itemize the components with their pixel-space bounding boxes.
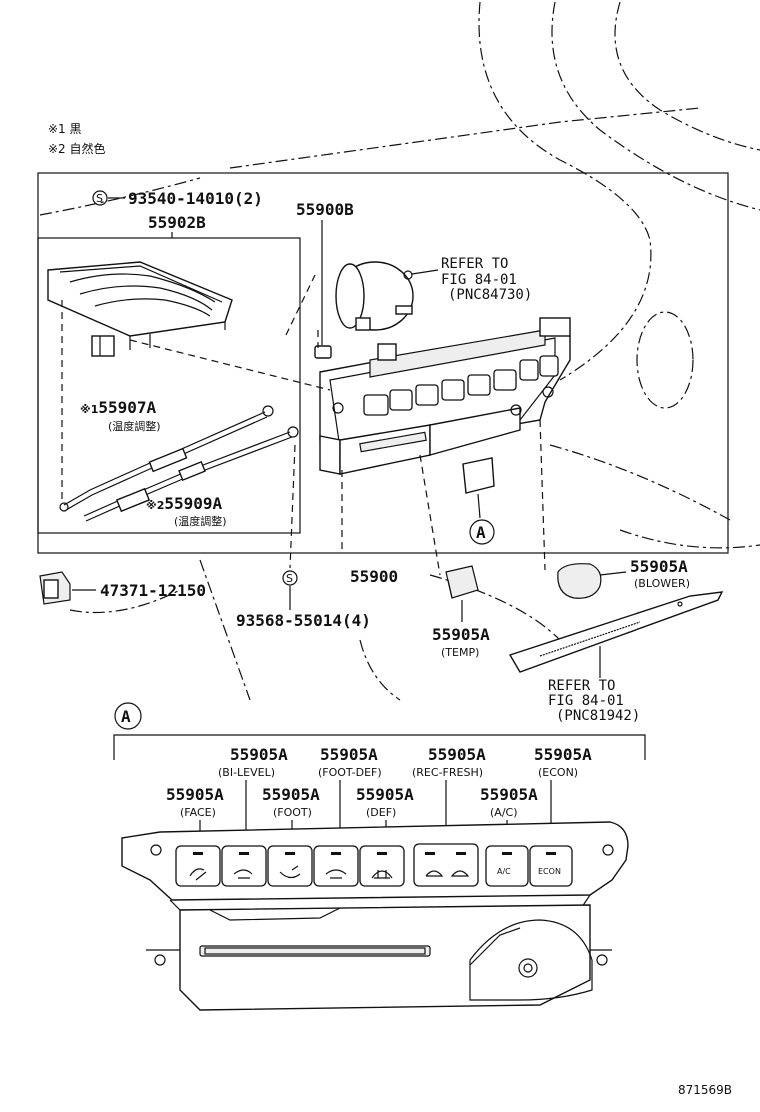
- control-unit-55900-drawing: [319, 317, 571, 475]
- refer-top-line1: REFER TO: [441, 256, 508, 272]
- part-47371-group: 47371-12150: [39, 571, 206, 605]
- label-footdef-number: 55905A: [320, 745, 378, 764]
- part-55905A-blower: 55905A: [630, 557, 688, 576]
- part-55900B: 55900B: [296, 200, 354, 219]
- unit-buttons: [363, 355, 559, 416]
- number-55909A: 55909A: [164, 494, 222, 513]
- part-55902B: 55902B: [148, 213, 206, 232]
- figure-id: 871569B: [678, 1083, 732, 1097]
- refer-bottom-line1: REFER TO: [548, 678, 615, 694]
- blower-motor-drawing: [335, 261, 414, 331]
- detail-A-labels: 55905A (FACE) 55905A (BI-LEVEL) 55905A (…: [166, 745, 592, 850]
- cable-55907A-drawing: ※155907A (温度調整): [59, 398, 274, 512]
- foot-button[interactable]: [267, 845, 313, 887]
- temp-knob-group: 55905A (TEMP): [432, 565, 490, 659]
- recfresh-icon: [425, 870, 470, 877]
- dashboard-outline: [39, 1, 760, 701]
- blower-knob-group: 55905A (BLOWER): [557, 557, 690, 599]
- refer-bottom-line3: (PNC81942): [556, 708, 640, 724]
- label-recfresh-desc: (REC-FRESH): [412, 766, 483, 779]
- mark-1: ※1: [80, 403, 98, 416]
- desc-55909A: (温度調整): [174, 514, 227, 528]
- detail-A-buttons: A/C ECON: [175, 843, 573, 887]
- button-indicators: [193, 852, 556, 855]
- screw-top-callout: S 93540-14010(2): [92, 189, 263, 208]
- part-55905A-temp: 55905A: [432, 625, 490, 644]
- part-47371-12150: 47371-12150: [100, 581, 206, 600]
- footdef-icon: [325, 869, 347, 879]
- bilevel-button[interactable]: [221, 845, 267, 887]
- label-footdef-desc: (FOOT-DEF): [318, 766, 382, 779]
- def-icon: [371, 870, 393, 879]
- screw-symbol-text: S: [96, 192, 103, 205]
- face-button[interactable]: [175, 845, 221, 887]
- refer-bottom-line2: FIG 84-01: [548, 693, 624, 709]
- screw-bottom-callout: S 93568-55014(4): [236, 570, 371, 630]
- bilevel-icon: [233, 869, 253, 879]
- callout-A-circle: [469, 519, 495, 545]
- part-55907A: ※155907A: [80, 398, 157, 417]
- bulb-55900B: [314, 345, 332, 359]
- econ-button[interactable]: [529, 845, 573, 887]
- detail-A: A 55905A (FACE) 55905A (BI-LEVEL) 55905A…: [113, 702, 646, 1011]
- knob-unit: [462, 457, 495, 494]
- part-93540-14010: 93540-14010(2): [128, 189, 263, 208]
- part-55900: 55900: [350, 567, 398, 586]
- detail-A-label: A: [121, 707, 131, 726]
- desc-blower: (BLOWER): [634, 577, 690, 590]
- ac-button[interactable]: [485, 845, 529, 887]
- refer-top: REFER TO FIG 84-01 (PNC84730): [411, 256, 532, 303]
- refer-top-line3: (PNC84730): [448, 287, 532, 303]
- note-2: ※2 自然色: [48, 141, 106, 156]
- part-93568-55014: 93568-55014(4): [236, 611, 371, 630]
- cable-55909A-drawing: ※255909A (温度調整): [83, 426, 299, 528]
- label-foot-desc: (FOOT): [273, 806, 312, 819]
- face-icon: [189, 868, 207, 881]
- desc-temp: (TEMP): [441, 646, 479, 659]
- bracket-55902B-drawing: [47, 261, 233, 500]
- footdef-button[interactable]: [313, 845, 359, 887]
- number-55907A: 55907A: [98, 398, 156, 417]
- label-bilevel-desc: (BI-LEVEL): [218, 766, 275, 779]
- ac-key-label: A/C: [497, 867, 511, 876]
- screw-bottom-symbol-text: S: [286, 572, 293, 585]
- label-econ-desc: (ECON): [538, 766, 578, 779]
- bracket-detail-box: [37, 237, 301, 534]
- label-ac-number: 55905A: [480, 785, 538, 804]
- label-face-desc: (FACE): [180, 806, 216, 819]
- callout-A-label: A: [476, 523, 486, 542]
- label-face-number: 55905A: [166, 785, 224, 804]
- foot-icon: [279, 865, 301, 879]
- label-bilevel-number: 55905A: [230, 745, 288, 764]
- refer-top-line2: FIG 84-01: [441, 272, 517, 288]
- econ-key-label: ECON: [538, 867, 561, 876]
- note-1: ※1 黒: [48, 122, 82, 136]
- part-55909A: ※255909A: [146, 494, 223, 513]
- button-symbols: A/C ECON: [189, 865, 561, 881]
- screw-bottom-symbol-icon: [282, 570, 298, 586]
- label-foot-number: 55905A: [262, 785, 320, 804]
- label-ac-desc: (A/C): [490, 806, 518, 819]
- detail-A-circle: [114, 702, 142, 730]
- label-def-number: 55905A: [356, 785, 414, 804]
- mark-2: ※2: [146, 499, 164, 512]
- recfresh-button[interactable]: [413, 843, 479, 887]
- screw-symbol-icon: [92, 190, 108, 206]
- label-econ-number: 55905A: [534, 745, 592, 764]
- def-button[interactable]: [359, 845, 405, 887]
- label-recfresh-number: 55905A: [428, 745, 486, 764]
- desc-55907A: (温度調整): [108, 419, 161, 433]
- label-def-desc: (DEF): [366, 806, 396, 819]
- panel-strip-group: REFER TO FIG 84-01 (PNC81942): [508, 591, 724, 724]
